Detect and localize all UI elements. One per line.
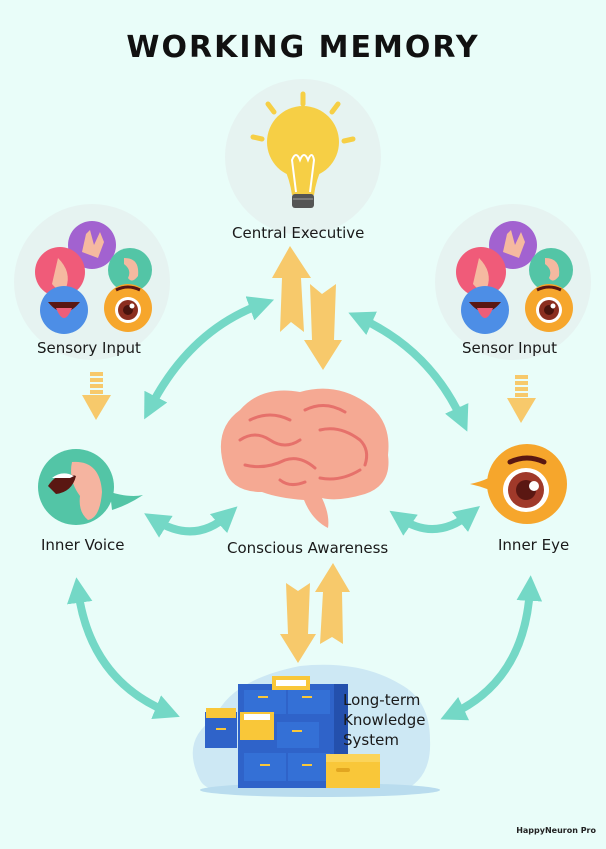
- sensory-down-arrow-left: [82, 372, 111, 420]
- central-executive-label: Central Executive: [232, 224, 365, 242]
- file-cabinet-icon: [192, 664, 440, 797]
- inner-voice-label: Inner Voice: [41, 536, 125, 554]
- brain-longterm-arrows: [280, 563, 350, 663]
- arrow-innereye-longterm: [440, 575, 543, 721]
- brand-footer: HappyNeuron Pro: [516, 826, 596, 835]
- page-title: WORKING MEMORY: [126, 30, 480, 65]
- long-term-label-line-1: Long-term: [343, 691, 421, 709]
- lightbulb-icon: [250, 91, 356, 208]
- inner-eye-label: Inner Eye: [498, 536, 570, 554]
- arrow-brain-innereye: [389, 506, 480, 536]
- arrow-executive-sensory-right: [348, 311, 469, 432]
- brain-icon: [220, 388, 389, 528]
- long-term-knowledge-label: Long-term Knowledge System: [343, 690, 425, 750]
- executive-brain-arrows: [272, 246, 342, 370]
- arrow-innervoice-longterm: [67, 577, 180, 719]
- arrow-sensory-executive-left: [144, 296, 275, 420]
- conscious-awareness-label: Conscious Awareness: [227, 539, 389, 557]
- eye-icon: [470, 444, 567, 524]
- sensory-input-right-label: Sensor Input: [462, 339, 558, 357]
- long-term-label-line-2: Knowledge: [343, 711, 426, 729]
- long-term-label-line-3: System: [343, 731, 399, 749]
- senses-icon-right: [456, 221, 573, 334]
- sensory-down-arrow-right: [507, 375, 536, 423]
- sensory-input-left-label: Sensory Input: [37, 339, 141, 357]
- arrow-innervoice-brain: [144, 506, 238, 538]
- ear-mouth-icon: [38, 449, 143, 525]
- senses-icon-left: [35, 221, 152, 334]
